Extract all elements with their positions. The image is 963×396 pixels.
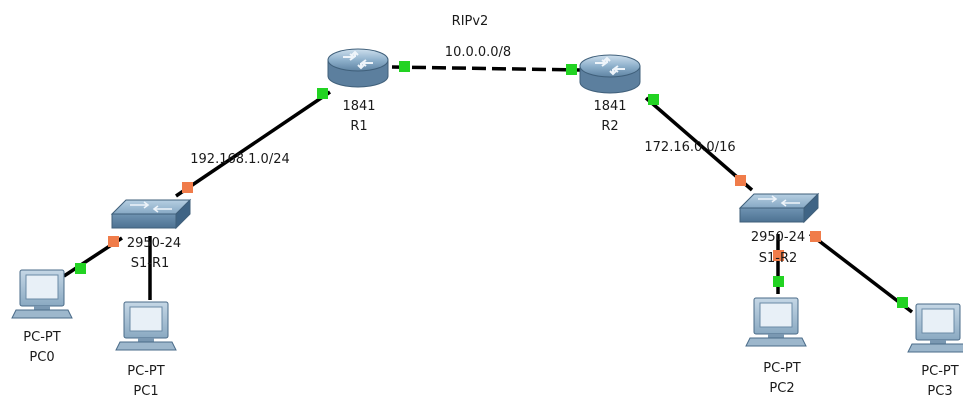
pc1-model: PC-PT <box>127 364 164 379</box>
router-r1-icon[interactable] <box>327 48 389 88</box>
pc0-model: PC-PT <box>23 330 60 345</box>
lan-r1-network-label: 192.168.1.0/24 <box>190 152 290 167</box>
pc2-name: PC2 <box>769 381 794 396</box>
switch-s1-r2-name: S1-R2 <box>759 251 798 266</box>
switch-s1-r1-icon[interactable] <box>111 199 191 229</box>
port-s1r2-pc2-status <box>773 250 784 261</box>
port-pc0-status <box>75 263 86 274</box>
link-r2-s1r2 <box>644 96 754 192</box>
port-s1r2-pc3-status <box>810 231 821 242</box>
protocol-label: RIPv2 <box>452 14 489 29</box>
switch-s1-r2-icon[interactable] <box>739 193 819 223</box>
switch-s1-r1-name: S1-R1 <box>131 256 170 271</box>
router-r1-name: R1 <box>350 119 367 134</box>
port-r2-lan-status <box>648 94 659 105</box>
pc2-model: PC-PT <box>763 361 800 376</box>
wan-network-label: 10.0.0.0/8 <box>445 45 511 60</box>
port-r1-wan-status <box>399 61 410 72</box>
pc1-name: PC1 <box>133 384 158 396</box>
link-r1-r2 <box>391 65 581 72</box>
router-r2-model: 1841 <box>593 99 626 114</box>
port-pc2-status <box>773 276 784 287</box>
port-r1-lan-status <box>317 88 328 99</box>
port-pc3-status <box>897 297 908 308</box>
lan-r2-network-label: 172.16.0.0/16 <box>644 140 735 155</box>
pc0-icon[interactable] <box>11 269 73 319</box>
port-s1r2-uplink-status <box>735 175 746 186</box>
pc3-name: PC3 <box>927 384 952 396</box>
pc0-name: PC0 <box>29 350 54 365</box>
link-s1r2-pc3 <box>808 232 914 314</box>
router-r2-icon[interactable] <box>579 54 641 94</box>
pc1-icon[interactable] <box>115 301 177 351</box>
router-r2-name: R2 <box>601 119 618 134</box>
router-r1-model: 1841 <box>342 99 375 114</box>
switch-s1-r2-model: 2950-24 <box>751 230 805 245</box>
pc2-icon[interactable] <box>745 297 807 347</box>
port-s1r1-pc0-status <box>108 236 119 247</box>
pc3-model: PC-PT <box>921 364 958 379</box>
port-r2-wan-status <box>566 64 577 75</box>
switch-s1-r1-model: 2950-24 <box>127 236 181 251</box>
pc3-icon[interactable] <box>907 303 963 353</box>
link-r1-s1r1 <box>175 90 331 198</box>
port-s1r1-uplink-status <box>182 182 193 193</box>
